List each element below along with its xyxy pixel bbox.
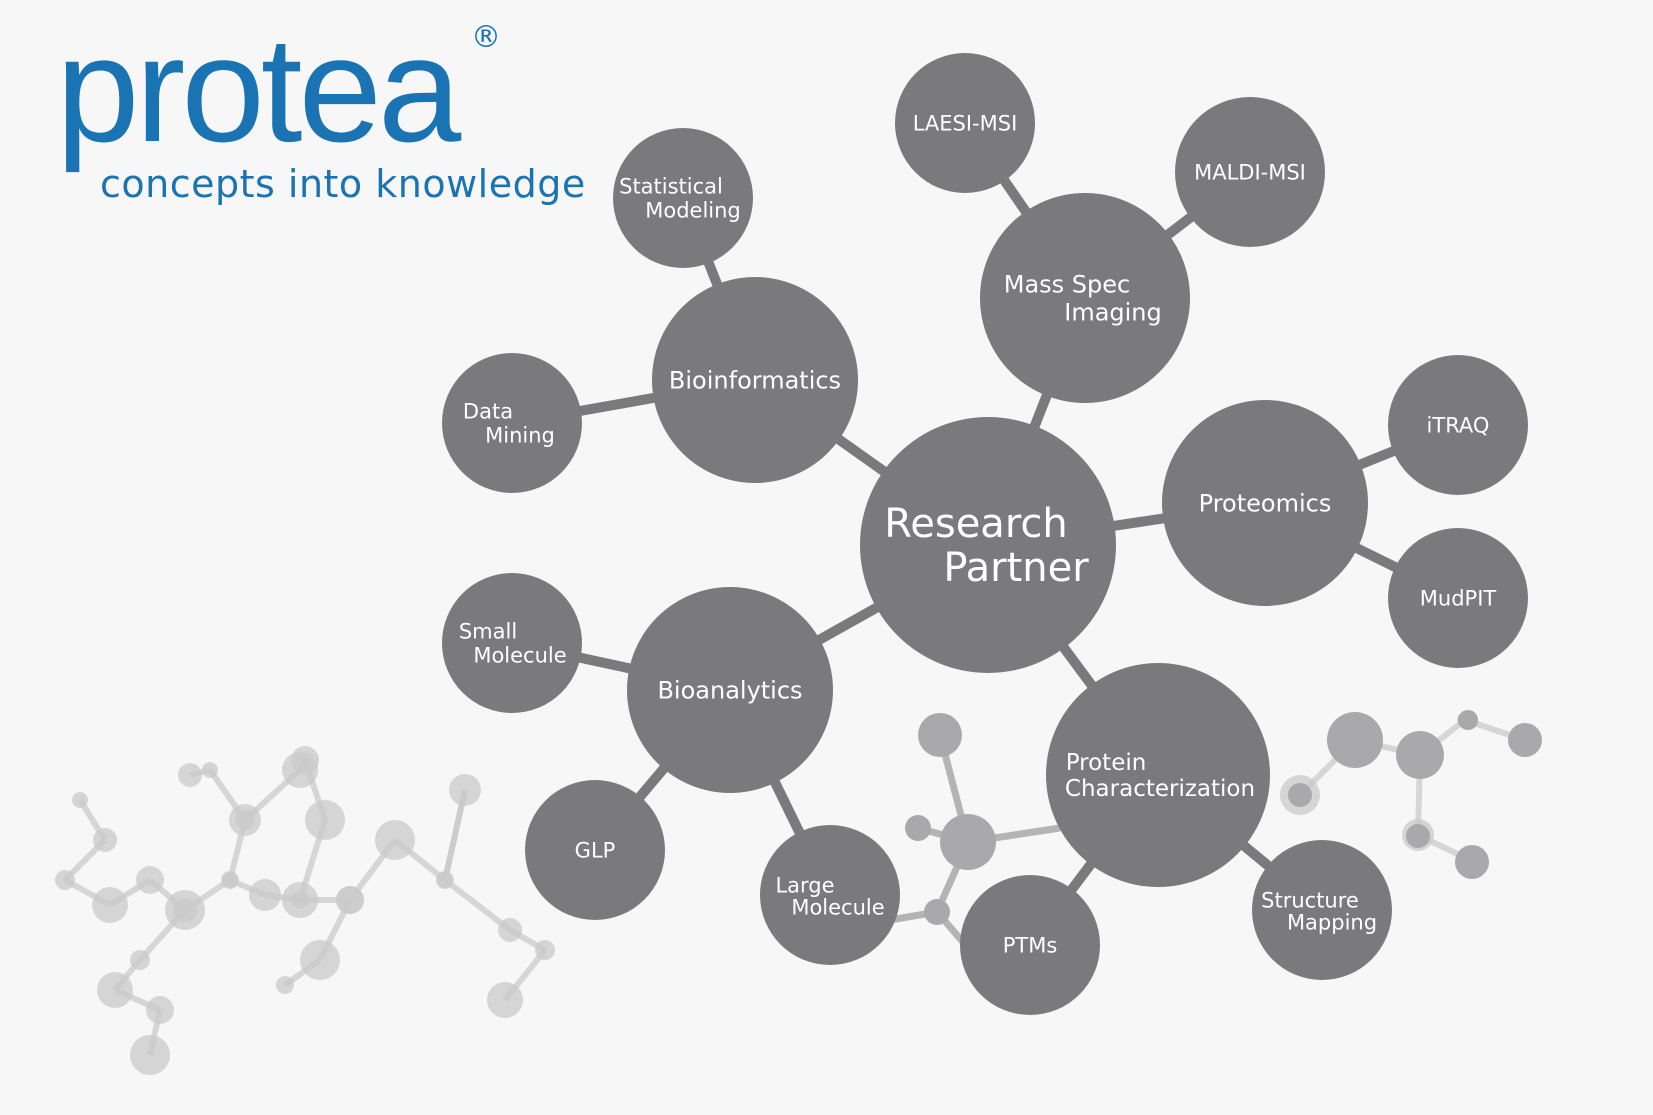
node-label: Data — [463, 399, 513, 423]
node-circle — [442, 573, 582, 713]
node-label: Molecule — [473, 643, 566, 667]
molecule-chain-2 — [97, 898, 197, 1075]
node-circle — [1252, 840, 1392, 980]
tagline: concepts into knowledge — [100, 162, 586, 206]
node-label: Molecule — [791, 895, 884, 919]
node-maldi-msi: MALDI-MSI — [1175, 97, 1325, 247]
node-label: Modeling — [645, 198, 741, 222]
node-circle — [1175, 97, 1325, 247]
node-circle — [1162, 400, 1368, 606]
node-label: Mining — [485, 423, 555, 447]
node-laesi-msi: LAESI-MSI — [895, 53, 1035, 193]
node-circle — [980, 193, 1190, 403]
node-label: iTRAQ — [1427, 413, 1490, 437]
node-label: Statistical — [619, 174, 723, 198]
node-label: MALDI-MSI — [1194, 160, 1306, 184]
node-label: Bioanalytics — [657, 676, 802, 704]
node-bioanalytics: Bioanalytics — [627, 587, 833, 793]
node-itraq: iTRAQ — [1388, 355, 1528, 495]
node-circle — [860, 417, 1116, 673]
node-bioinformatics: Bioinformatics — [652, 277, 858, 483]
node-circle — [1388, 355, 1528, 495]
node-label: Characterization — [1065, 776, 1255, 802]
node-label: Large — [775, 873, 834, 897]
node-proteomics: Proteomics — [1162, 400, 1368, 606]
node-label: GLP — [575, 838, 616, 862]
node-label: Bioinformatics — [669, 366, 841, 394]
node-label: MudPIT — [1420, 586, 1497, 610]
node-label: Mass Spec — [1004, 270, 1130, 298]
node-ptms: PTMs — [960, 875, 1100, 1015]
molecule-chain-5 — [276, 886, 364, 994]
node-label: Research — [884, 501, 1067, 547]
molecule-atoms-dark — [889, 710, 1542, 953]
registered-trademark-mark: ® — [471, 20, 501, 55]
node-label: LAESI-MSI — [913, 111, 1018, 135]
node-label: Proteomics — [1199, 489, 1332, 517]
node-label: Small — [459, 619, 517, 643]
node-circle — [1388, 528, 1528, 668]
protea-logo: protea ® — [56, 14, 676, 234]
node-label: Partner — [943, 545, 1089, 591]
node-circle — [652, 277, 858, 483]
node-circle — [525, 780, 665, 920]
node-label: Mapping — [1287, 910, 1377, 934]
logo-wordmark: protea — [56, 5, 461, 173]
node-circle — [1046, 663, 1270, 887]
node-circle — [895, 53, 1035, 193]
node-circle — [613, 128, 753, 268]
node-circle — [760, 825, 900, 965]
node-label: Structure — [1261, 888, 1359, 912]
node-label: PTMs — [1003, 933, 1058, 957]
node-glp: GLP — [525, 780, 665, 920]
node-mudpit: MudPIT — [1388, 528, 1528, 668]
node-circle — [960, 875, 1100, 1015]
node-label: Imaging — [1064, 298, 1162, 326]
node-label: Protein — [1066, 750, 1147, 776]
node-circle — [627, 587, 833, 793]
node-circle — [442, 353, 582, 493]
